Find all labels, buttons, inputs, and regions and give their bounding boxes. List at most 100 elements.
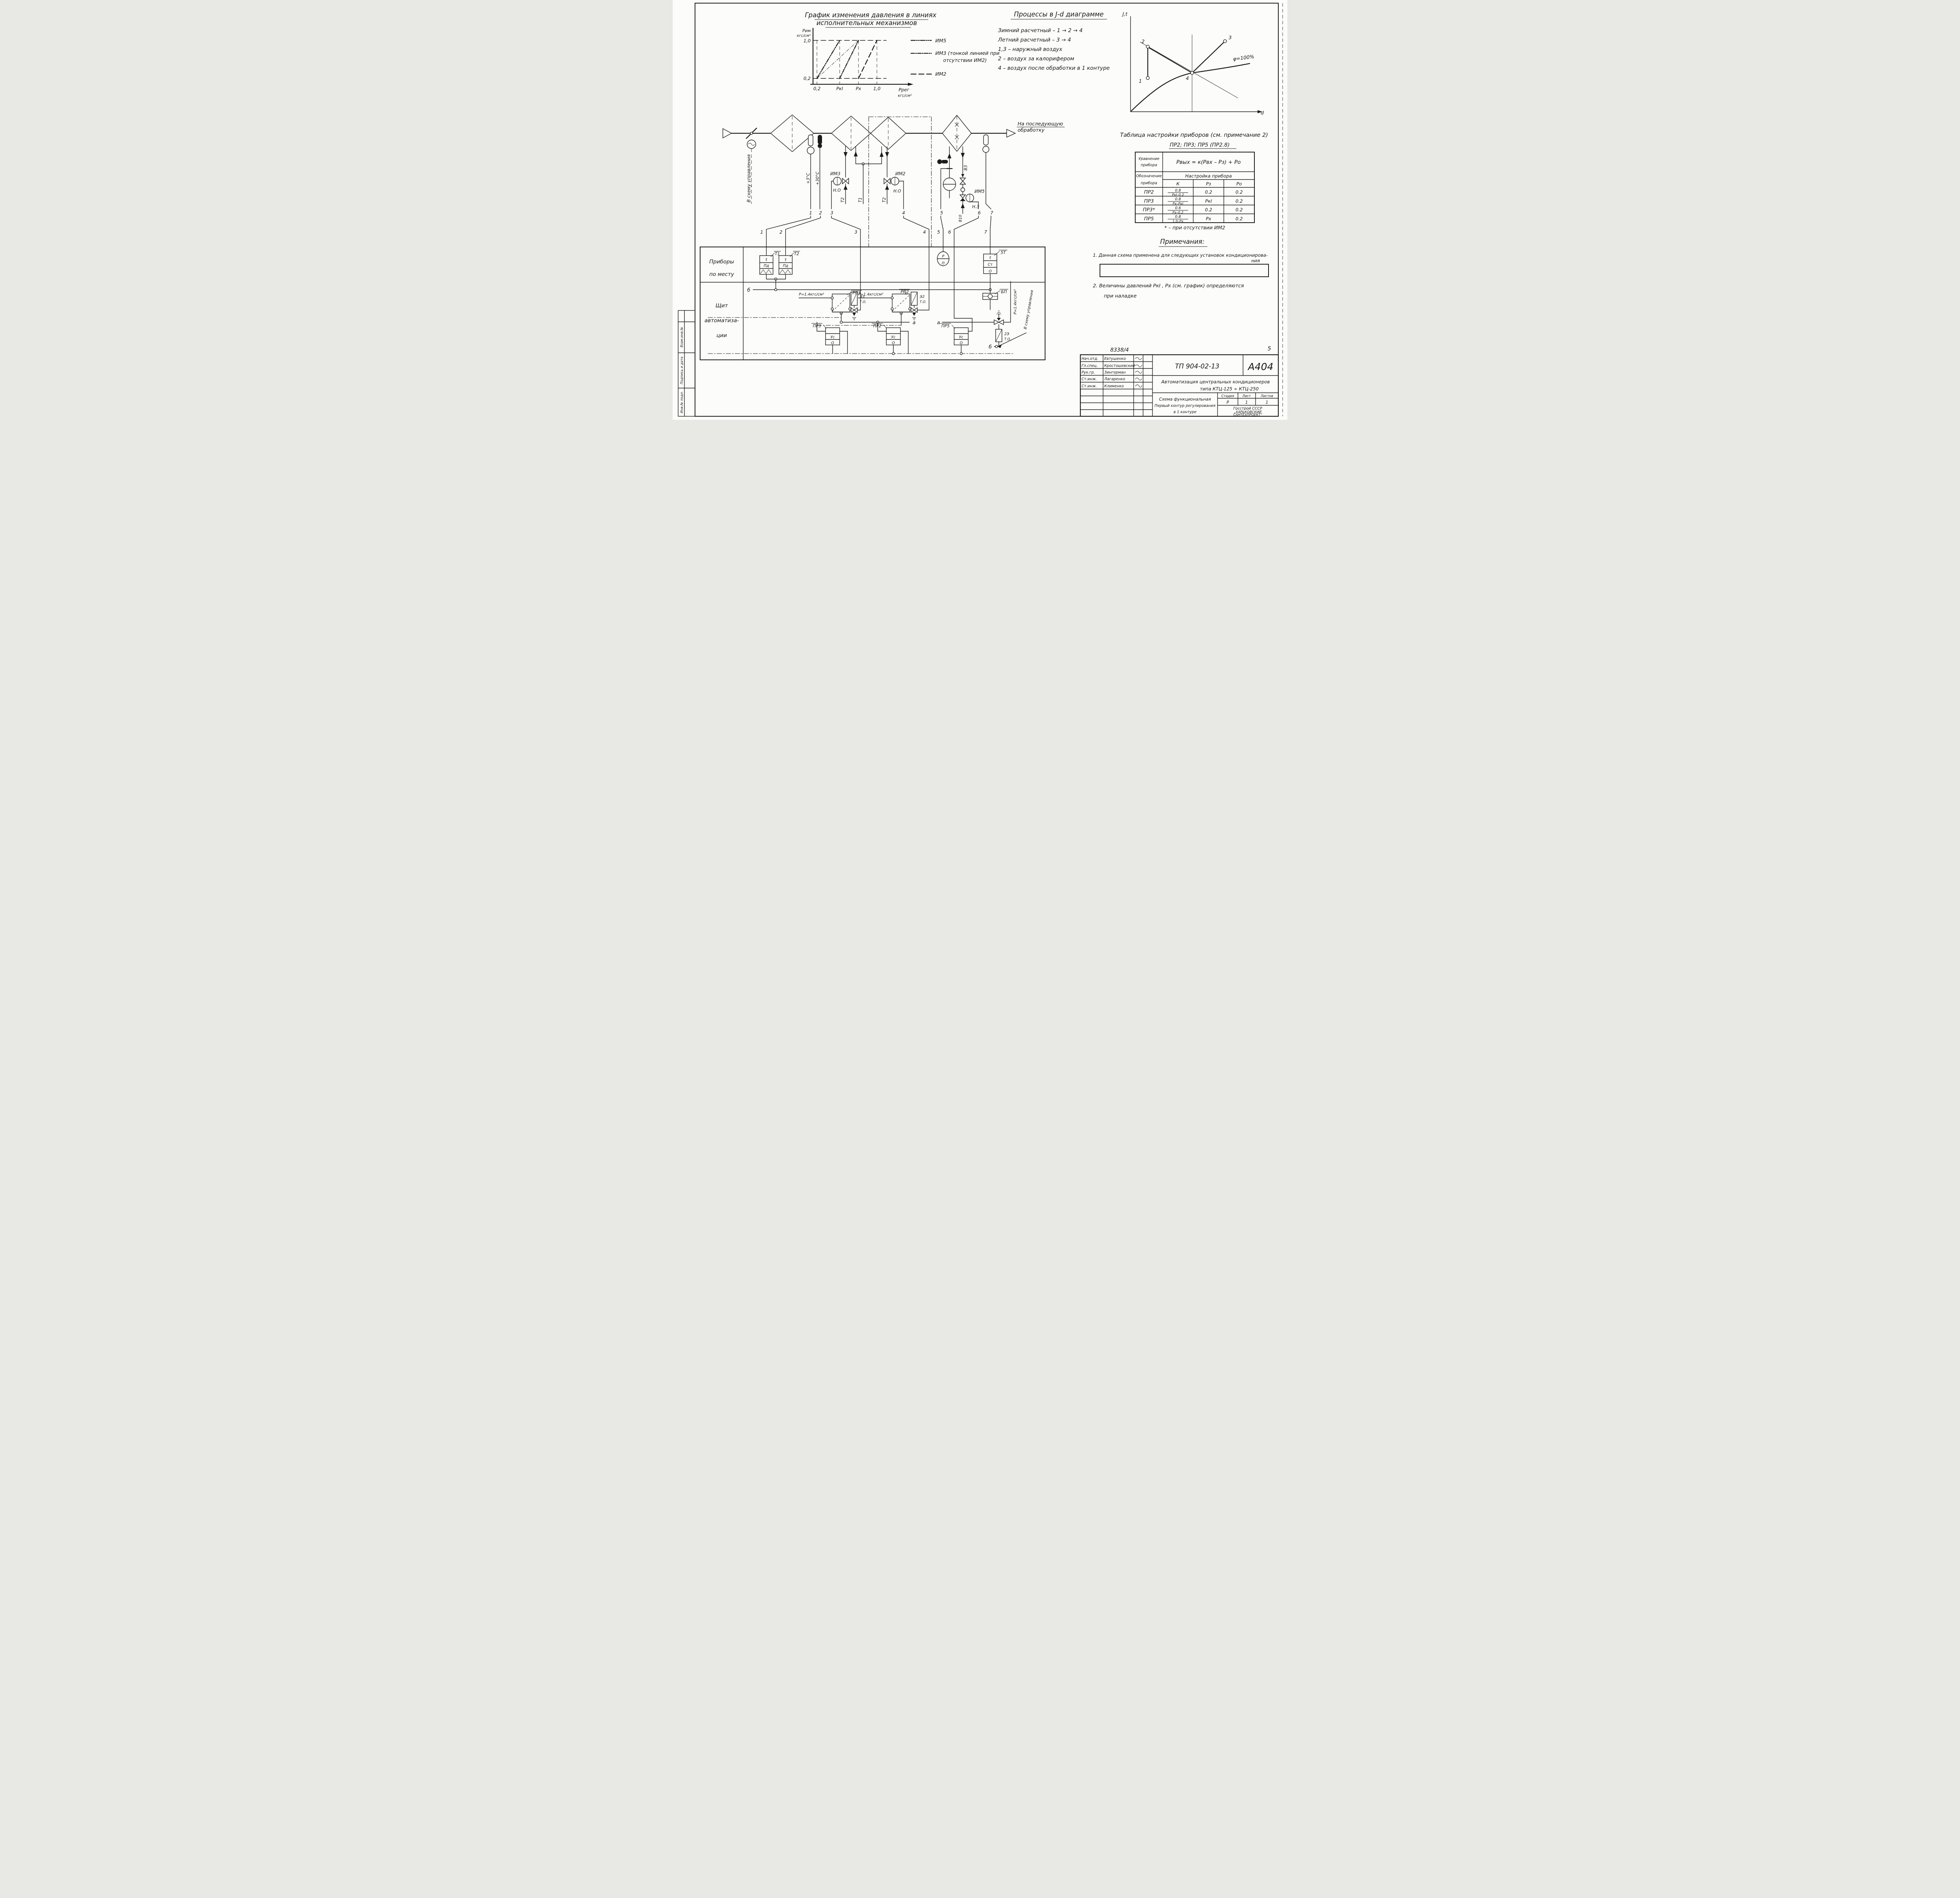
sheets-header: Листов bbox=[1260, 394, 1273, 398]
rp2-tag: РП2 bbox=[901, 290, 909, 294]
line-num-bot-2: 2 bbox=[780, 229, 782, 235]
role-5: Ст.инж. bbox=[1082, 384, 1097, 388]
st-row3: О bbox=[989, 269, 992, 274]
project-title-2: типа КТЦ-125 ÷ КТЦ-250 bbox=[1200, 386, 1259, 392]
eq-label-1: Уравнение bbox=[1138, 157, 1160, 161]
process-3-4 bbox=[1191, 41, 1225, 74]
solenoid-2e-valve: 2Э Т.О. б bbox=[989, 281, 1027, 350]
setting-header: Настройка прибора bbox=[1185, 173, 1232, 179]
pr5-us: Ус bbox=[959, 335, 964, 339]
notes: Примечания: 1. Данная схема применена дл… bbox=[1093, 238, 1269, 299]
row2-p0: 0.2 bbox=[1236, 198, 1243, 204]
row4-kd: 1.0–Рх bbox=[1172, 220, 1184, 224]
panel-row1-label-2: по месту bbox=[709, 271, 734, 278]
heater1-piping bbox=[844, 145, 882, 204]
gauge-bottom: П bbox=[942, 261, 944, 266]
line-num-top-7: 7 bbox=[990, 210, 993, 216]
drawing-sheet: Взам.инв.№ Подпись и дата Инв.№ подл. Гр… bbox=[673, 0, 1287, 420]
sensor-t1: t Пд Т1 bbox=[759, 251, 781, 279]
sheets-value: 1 bbox=[1266, 400, 1269, 405]
e3-label: Э3 bbox=[859, 295, 865, 299]
thermometer-icon bbox=[807, 134, 815, 154]
phi-100-curve bbox=[1131, 63, 1250, 112]
pr2-us: Ус bbox=[891, 335, 896, 339]
point-4-icon bbox=[1190, 71, 1194, 75]
outlet-label-1: На последующую bbox=[1018, 121, 1063, 127]
line-num-bot-3: 3 bbox=[855, 229, 857, 235]
im5-state: Н.З bbox=[972, 205, 979, 209]
series-im5 bbox=[816, 40, 840, 79]
row2-p3: РкI bbox=[1205, 198, 1212, 204]
process-2-4 bbox=[1147, 46, 1193, 74]
row3-p3: 0.2 bbox=[1205, 207, 1212, 212]
device-equation: Рвых = к(Рвх – Рз) + Ро bbox=[1176, 159, 1241, 165]
table-title-1: Таблица настройки приборов (см. примечан… bbox=[1120, 132, 1268, 138]
table-row: ПР2 0.8 РкI–0.2 0.2 0.2 bbox=[1144, 189, 1243, 197]
point-1-icon bbox=[1146, 76, 1150, 80]
regulator-pr2: Ус О ПР2 bbox=[872, 322, 909, 354]
row3-kn: 0.6 bbox=[1175, 206, 1181, 210]
im2-state: Н.О bbox=[893, 189, 901, 194]
line-num-bot-4: 4 bbox=[923, 229, 926, 235]
point-3-icon bbox=[1223, 39, 1227, 43]
role-3: Рук.гр. bbox=[1082, 370, 1095, 375]
sol2e-note: Т.О. bbox=[1004, 338, 1011, 341]
panel-to-control-label: В схему управления bbox=[1023, 290, 1034, 330]
sol2e-tag: 2Э bbox=[1004, 332, 1009, 336]
pr3-o: О bbox=[831, 341, 834, 345]
gauge-top: Р bbox=[942, 254, 944, 259]
spray-chamber-diamond bbox=[942, 114, 972, 152]
row1-kn: 0.8 bbox=[1175, 189, 1181, 193]
scheme-title-1: Схема функциональная bbox=[1159, 397, 1211, 402]
a-left-label: а bbox=[913, 319, 916, 325]
org-line-2: „ХАРЬКОВСКИЙ bbox=[1234, 410, 1262, 414]
note-2b: при наладке bbox=[1104, 293, 1137, 299]
point-4-label: 4 bbox=[1186, 75, 1189, 81]
bp-tag: БП bbox=[1001, 290, 1007, 294]
table-row: ПР3* 0.6 Рх–0.2 0.2 0.2 bbox=[1143, 206, 1243, 215]
line-num-top-5: 5 bbox=[940, 210, 943, 216]
legend-im3-b: отсутствии ИМ2) bbox=[943, 57, 987, 63]
table-row: ПР3 0.8 Рх–РкI РкI 0.2 bbox=[1144, 197, 1243, 206]
im5-label: ИМ5 bbox=[975, 189, 985, 194]
stamp-label-podpis: Подпись и дата bbox=[680, 357, 684, 384]
line-num-bot-1: 1 bbox=[760, 229, 763, 235]
stage-header: Стадия bbox=[1221, 394, 1234, 398]
org-line-3: САНТЕХПРОЕКТ“ bbox=[1233, 413, 1262, 417]
heater1-diamond bbox=[831, 116, 871, 151]
jd-line-1: Зимний расчетный – 1 → 2 → 4 bbox=[998, 27, 1083, 34]
row1-device: ПР2 bbox=[1144, 189, 1154, 195]
project-title-1: Автоматизация центральных кондиционеров bbox=[1161, 379, 1270, 385]
x-axis-arrow-icon bbox=[908, 83, 913, 86]
jd-diagram: J,t d φ=100% 1 2 3 4 bbox=[1121, 11, 1264, 116]
jd-x-arrow-icon bbox=[1258, 110, 1262, 113]
heater2-diamond bbox=[870, 117, 907, 150]
pipe-t2a-label: Т2 bbox=[840, 197, 845, 202]
notes-title: Примечания: bbox=[1160, 238, 1204, 245]
note-2a: 2. Величины давлений РкI , Рх (см. графи… bbox=[1093, 283, 1244, 289]
point-1-label: 1 bbox=[1139, 78, 1142, 84]
settings-table: Таблица настройки приборов (см. примечан… bbox=[1120, 132, 1268, 230]
legend-im5: ИМ5 bbox=[935, 38, 946, 44]
jd-line-2: Летний расчетный – 3 → 4 bbox=[998, 37, 1071, 43]
chamber-left-piping bbox=[937, 146, 956, 209]
jd-line-3: 1,3 – наружный воздух bbox=[998, 46, 1063, 53]
sensor-5t: t Ст О 5Т bbox=[983, 250, 1007, 294]
phi-label: φ=100% bbox=[1233, 53, 1255, 62]
legend-im2: ИМ2 bbox=[935, 71, 946, 77]
des-label-2: прибора bbox=[1141, 181, 1157, 185]
line-num-top-1: 1 bbox=[809, 210, 812, 216]
eq-label-2: прибора bbox=[1141, 163, 1157, 167]
point-2-label: 2 bbox=[1142, 38, 1145, 44]
signal-line-jogs bbox=[766, 216, 991, 247]
jd-y-label: J,t bbox=[1121, 11, 1128, 17]
signature-icon bbox=[1135, 385, 1142, 388]
col-p0: Ро bbox=[1236, 181, 1242, 187]
valve-im5 bbox=[959, 194, 979, 214]
series-im3-thin bbox=[817, 40, 859, 79]
row3-kd: Рх–0.2 bbox=[1172, 211, 1183, 215]
pr2-tag: ПР2 bbox=[873, 324, 882, 328]
b-left-label: б bbox=[747, 287, 750, 293]
pipe-t1-label: Т1 bbox=[858, 197, 863, 202]
project-code: ТП 904-02-13 bbox=[1175, 363, 1219, 370]
